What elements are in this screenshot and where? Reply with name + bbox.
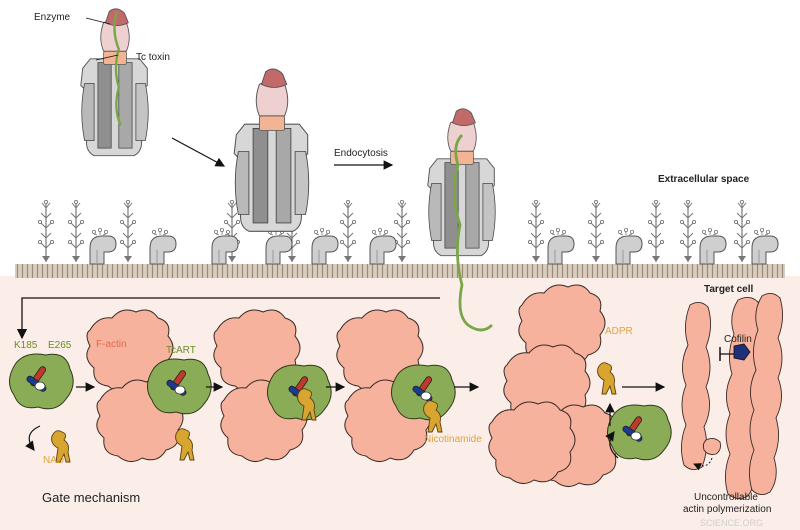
tc-toxin-1 bbox=[80, 8, 149, 157]
panel-5-tcart bbox=[605, 402, 672, 461]
translocated-enzyme-thread bbox=[453, 134, 493, 332]
arrow-approach bbox=[171, 137, 226, 167]
label-target-cell: Target cell bbox=[704, 284, 753, 295]
label-endocytosis: Endocytosis bbox=[334, 148, 388, 159]
label-tc-toxin: Tc toxin bbox=[136, 52, 170, 63]
tc-toxin-2 bbox=[233, 68, 310, 232]
label-enzyme: Enzyme bbox=[34, 12, 71, 23]
label-f-actin: F-actin bbox=[96, 339, 127, 350]
tc-toxin-3 bbox=[427, 108, 496, 257]
arrow-into-cell bbox=[16, 297, 440, 340]
label-nicotinamide: Nicotinamide bbox=[424, 434, 482, 445]
cofilin-shape bbox=[733, 343, 751, 361]
label-gate-mechanism: Gate mechanism bbox=[42, 490, 140, 505]
label-tcart: TcART bbox=[166, 345, 196, 356]
panel-1-tcart bbox=[8, 353, 74, 463]
label-uncontrollable-line2: actin polymerization bbox=[683, 504, 771, 515]
cell-membrane bbox=[15, 264, 785, 278]
panel-3-tcart bbox=[266, 364, 332, 421]
watermark: SCIENCE.ORG bbox=[700, 518, 763, 528]
label-cofilin: Cofilin bbox=[724, 334, 752, 345]
polymerized-actin-filaments bbox=[681, 293, 783, 499]
label-extracellular-space: Extracellular space bbox=[658, 174, 750, 185]
label-k185: K185 bbox=[14, 340, 38, 351]
label-nad: NAD⁺ bbox=[43, 455, 69, 466]
membrane-glycoproteins bbox=[37, 199, 751, 263]
label-uncontrollable-line1: Uncontrollable bbox=[694, 492, 758, 503]
label-e265: E265 bbox=[48, 340, 72, 351]
label-adpr: ADPR bbox=[605, 326, 633, 337]
